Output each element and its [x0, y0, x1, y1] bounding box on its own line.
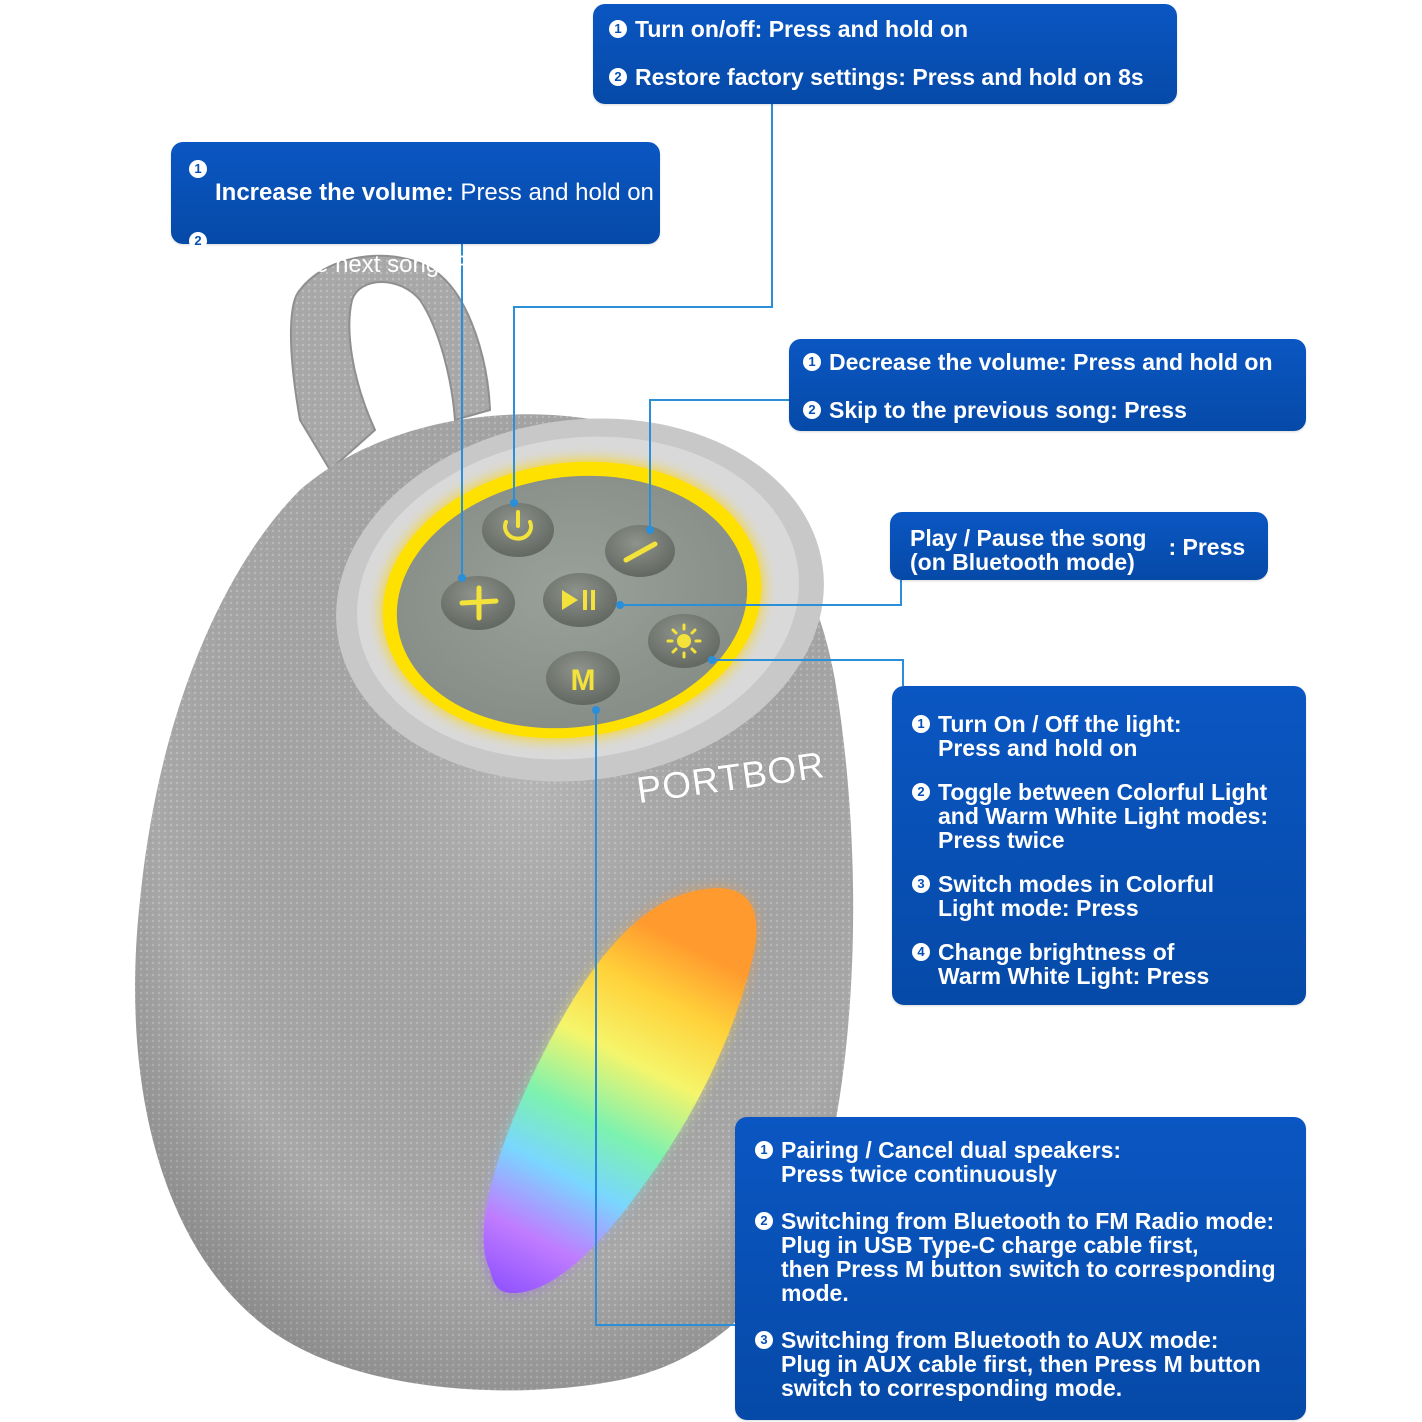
callout-text: Pairing / Cancel dual speakers: Press tw… — [781, 1137, 1122, 1187]
callout-item: 4 Change brightness of Warm White Light:… — [912, 940, 1306, 988]
callout-item: 1 Turn On / Off the light: Press and hol… — [912, 712, 1306, 760]
callout-text: Decrease the volume: Press and hold on — [829, 349, 1273, 375]
button-play-pause[interactable] — [543, 573, 617, 627]
button-power[interactable] — [482, 503, 554, 557]
callout-mode: 1 Pairing / Cancel dual speakers: Press … — [735, 1117, 1306, 1420]
number-badge: 2 — [609, 68, 627, 86]
callout-item: 2 Switching from Bluetooth to FM Radio m… — [755, 1209, 1306, 1305]
number-badge: 1 — [912, 715, 930, 733]
callout-item: 1 Increase the volume: Press and hold on — [189, 157, 660, 205]
number-badge: 3 — [912, 875, 930, 893]
callout-light: 1 Turn On / Off the light: Press and hol… — [892, 686, 1306, 1005]
callout-item: 3 Switch modes in Colorful Light mode: P… — [912, 872, 1306, 920]
leader-dots — [458, 499, 716, 714]
callout-text: Play / Pause the song (on Bluetooth mode… — [910, 525, 1147, 575]
callout-item: 3 Switching from Bluetooth to AUX mode: … — [755, 1328, 1306, 1400]
callout-label: Skip to the next song: — [215, 251, 446, 278]
callout-volume-up: 1 Increase the volume: Press and hold on… — [171, 142, 660, 277]
number-badge: 2 — [912, 783, 930, 801]
callout-item: 1 Pairing / Cancel dual speakers: Press … — [755, 1138, 1306, 1186]
callout-text: Skip to the previous song: Press — [829, 397, 1187, 423]
button-minus[interactable] — [605, 525, 675, 577]
strap — [290, 254, 492, 472]
callout-item: 2 Toggle between Colorful Light and Warm… — [912, 780, 1306, 852]
callout-text: Turn On / Off the light: Press and hold … — [938, 711, 1182, 761]
callout-text: Restore factory settings: Press and hold… — [635, 64, 1144, 90]
number-badge: 2 — [189, 232, 207, 250]
button-light[interactable] — [648, 614, 720, 668]
button-mode-m[interactable]: M — [546, 651, 620, 705]
callout-action: Press and hold on — [453, 179, 654, 206]
number-badge: 1 — [189, 160, 207, 178]
callout-text: Switching from Bluetooth to FM Radio mod… — [781, 1208, 1276, 1306]
callout-item: 1 Turn on/off: Press and hold on — [609, 17, 1177, 41]
callout-action: Press — [445, 251, 514, 278]
number-badge: 2 — [803, 401, 821, 419]
callout-label: Increase the volume: — [215, 179, 454, 206]
number-badge: 3 — [755, 1331, 773, 1349]
callout-volume-down: 1 Decrease the volume: Press and hold on… — [789, 339, 1306, 431]
callout-action: : Press — [1168, 534, 1246, 560]
callout-text: Switch modes in Colorful Light mode: Pre… — [938, 871, 1215, 921]
rgb-light-strip — [483, 888, 757, 1294]
callout-item: 2 Skip to the next song: Press — [189, 229, 660, 277]
svg-text:M: M — [571, 664, 596, 697]
number-badge: 1 — [755, 1141, 773, 1159]
callout-item: 2 Restore factory settings: Press and ho… — [609, 65, 1177, 89]
callout-item: 2 Skip to the previous song: Press — [803, 398, 1306, 422]
number-badge: 1 — [609, 20, 627, 38]
number-badge: 2 — [755, 1212, 773, 1230]
callout-power: 1 Turn on/off: Press and hold on 2 Resto… — [593, 4, 1177, 104]
callout-text: Turn on/off: Press and hold on — [635, 16, 969, 42]
number-badge: 1 — [803, 353, 821, 371]
callout-play-pause: Play / Pause the song (on Bluetooth mode… — [890, 512, 1268, 580]
callout-text: Switching from Bluetooth to AUX mode: Pl… — [781, 1327, 1261, 1401]
number-badge: 4 — [912, 943, 930, 961]
callout-text: Change brightness of Warm White Light: P… — [938, 939, 1210, 989]
leader-lines — [461, 104, 904, 1326]
callout-item: 1 Decrease the volume: Press and hold on — [803, 350, 1306, 374]
button-plus[interactable] — [441, 576, 515, 630]
callout-text: Toggle between Colorful Light and Warm W… — [938, 779, 1269, 853]
